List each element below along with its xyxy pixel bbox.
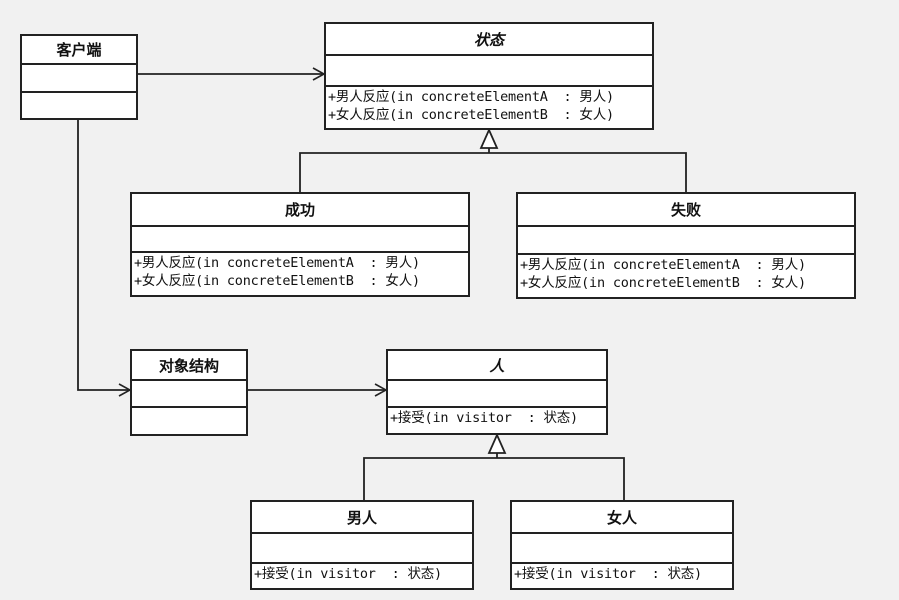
class-woman-op: +接受(in visitor : 状态)	[514, 566, 702, 582]
class-failure: 失败 +男人反应(in concreteElementA : 男人) +女人反应…	[516, 192, 856, 299]
class-man-attributes	[252, 534, 472, 564]
class-client: 客户端	[20, 34, 138, 120]
generalization-woman-person	[497, 457, 625, 500]
class-success-attributes	[132, 227, 468, 253]
class-success-operations: +男人反应(in concreteElementA : 男人) +女人反应(in…	[132, 253, 468, 290]
class-client-attributes	[22, 65, 136, 93]
class-person: 人 +接受(in visitor : 状态)	[386, 349, 608, 435]
class-client-operations	[22, 93, 136, 94]
class-success-op: +男人反应(in concreteElementA : 男人)	[134, 255, 420, 271]
class-state-attributes	[326, 56, 652, 87]
generalization-triangle-state	[479, 127, 499, 149]
class-client-name: 客户端	[22, 36, 136, 65]
class-man-name: 男人	[252, 502, 472, 534]
class-woman-operations: +接受(in visitor : 状态)	[512, 564, 732, 583]
class-state: 状态 +男人反应(in concreteElementA : 男人) +女人反应…	[324, 22, 654, 130]
class-person-attributes	[388, 381, 606, 408]
class-success-op: +女人反应(in concreteElementB : 女人)	[134, 273, 420, 289]
class-object-structure: 对象结构	[130, 349, 248, 436]
class-person-op: +接受(in visitor : 状态)	[390, 410, 578, 426]
class-woman-attributes	[512, 534, 732, 564]
generalization-success-state	[299, 152, 489, 192]
class-state-name: 状态	[326, 24, 652, 56]
generalization-man-person	[363, 457, 497, 500]
class-state-op: +男人反应(in concreteElementA : 男人)	[328, 89, 614, 105]
class-failure-operations: +男人反应(in concreteElementA : 男人) +女人反应(in…	[518, 255, 854, 292]
class-man-op: +接受(in visitor : 状态)	[254, 566, 442, 582]
class-failure-op: +女人反应(in concreteElementB : 女人)	[520, 275, 806, 291]
class-failure-op: +男人反应(in concreteElementA : 男人)	[520, 257, 806, 273]
class-man-operations: +接受(in visitor : 状态)	[252, 564, 472, 583]
class-state-operations: +男人反应(in concreteElementA : 男人) +女人反应(in…	[326, 87, 652, 124]
class-success-name: 成功	[132, 194, 468, 227]
class-woman: 女人 +接受(in visitor : 状态)	[510, 500, 734, 590]
class-failure-attributes	[518, 227, 854, 255]
generalization-triangle-person	[487, 432, 507, 454]
class-success: 成功 +男人反应(in concreteElementA : 男人) +女人反应…	[130, 192, 470, 297]
class-object-structure-name: 对象结构	[132, 351, 246, 381]
generalization-failure-state	[489, 152, 687, 192]
class-person-operations: +接受(in visitor : 状态)	[388, 408, 606, 427]
class-man: 男人 +接受(in visitor : 状态)	[250, 500, 474, 590]
class-state-op: +女人反应(in concreteElementB : 女人)	[328, 107, 614, 123]
class-object-structure-operations	[132, 408, 246, 409]
class-person-name: 人	[388, 351, 606, 381]
class-object-structure-attributes	[132, 381, 246, 408]
class-failure-name: 失败	[518, 194, 854, 227]
association-client-objectstructure	[77, 120, 132, 397]
class-woman-name: 女人	[512, 502, 732, 534]
